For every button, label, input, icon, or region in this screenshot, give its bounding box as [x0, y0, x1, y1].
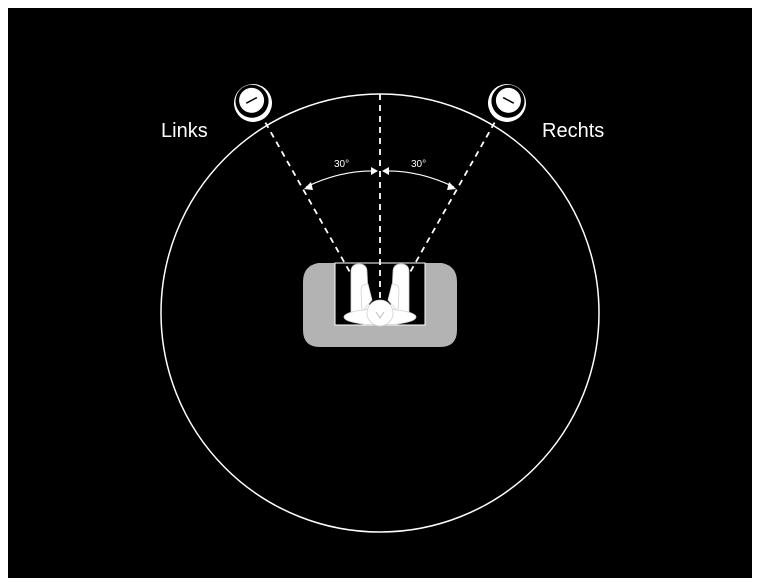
right-angle-label: 30°: [411, 159, 426, 170]
left-speaker-label: Links: [161, 120, 208, 142]
right-speaker-label: Rechts: [542, 120, 604, 142]
left-angle-label: 30°: [334, 159, 349, 170]
